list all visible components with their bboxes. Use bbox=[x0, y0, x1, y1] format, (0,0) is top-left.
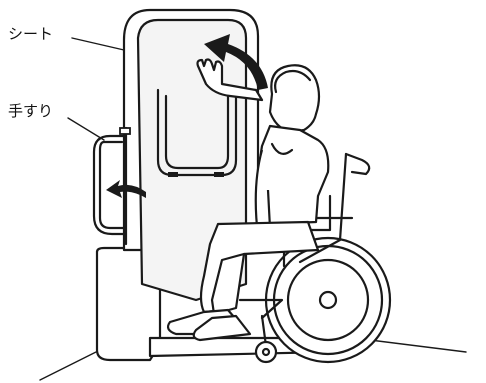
handrail-label: 手すり bbox=[8, 104, 53, 119]
callout-leaders bbox=[68, 38, 124, 140]
seat-label: シート bbox=[8, 27, 53, 42]
